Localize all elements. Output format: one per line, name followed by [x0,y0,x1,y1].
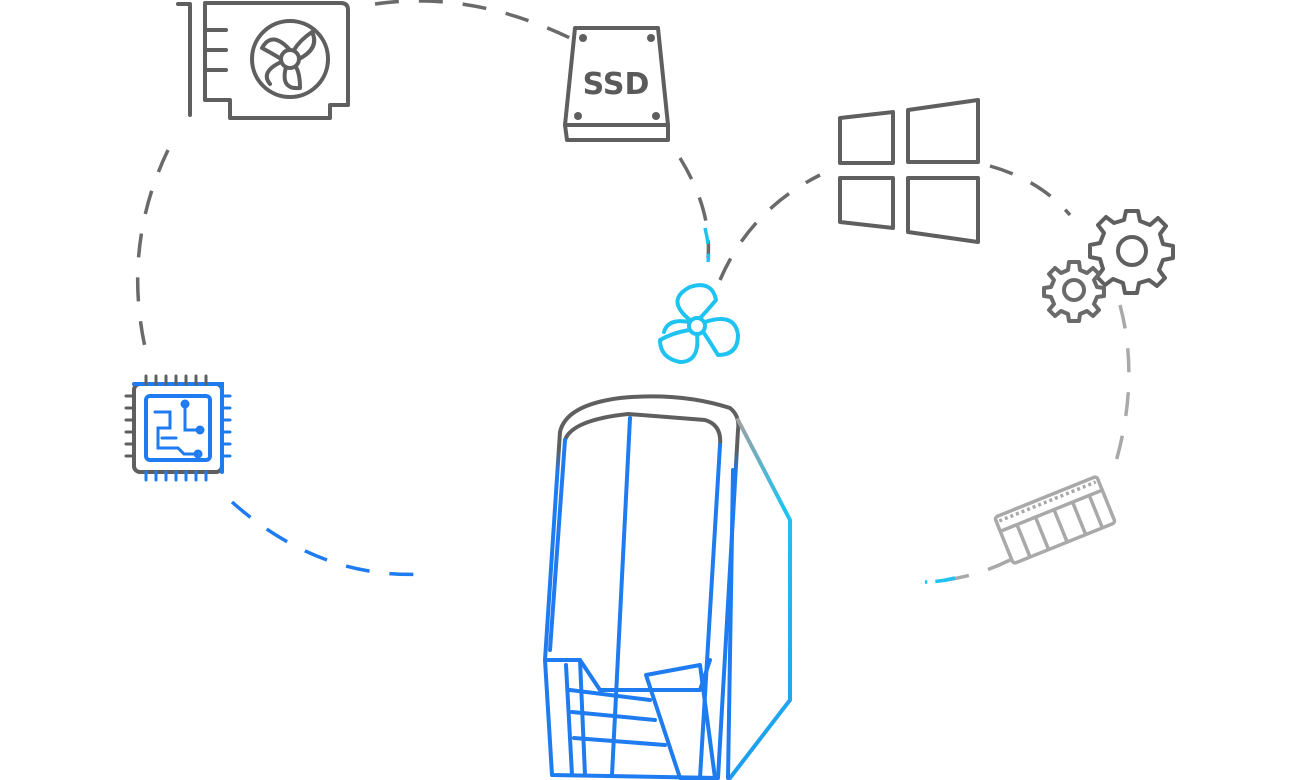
dashed-connector-left-loop [136,0,711,577]
ram-module-icon [993,475,1117,565]
windows-logo-icon [838,98,980,244]
ssd-icon: SSD [563,26,670,142]
gears-icon [1042,209,1175,323]
pc-tower-icon [543,394,792,780]
cpu-chip-icon [124,374,232,482]
dashed-connector-right-loop [718,164,1131,584]
cooling-fan-icon [658,283,740,364]
graphics-card-icon [176,1,350,120]
ssd-label: SSD [583,67,650,102]
